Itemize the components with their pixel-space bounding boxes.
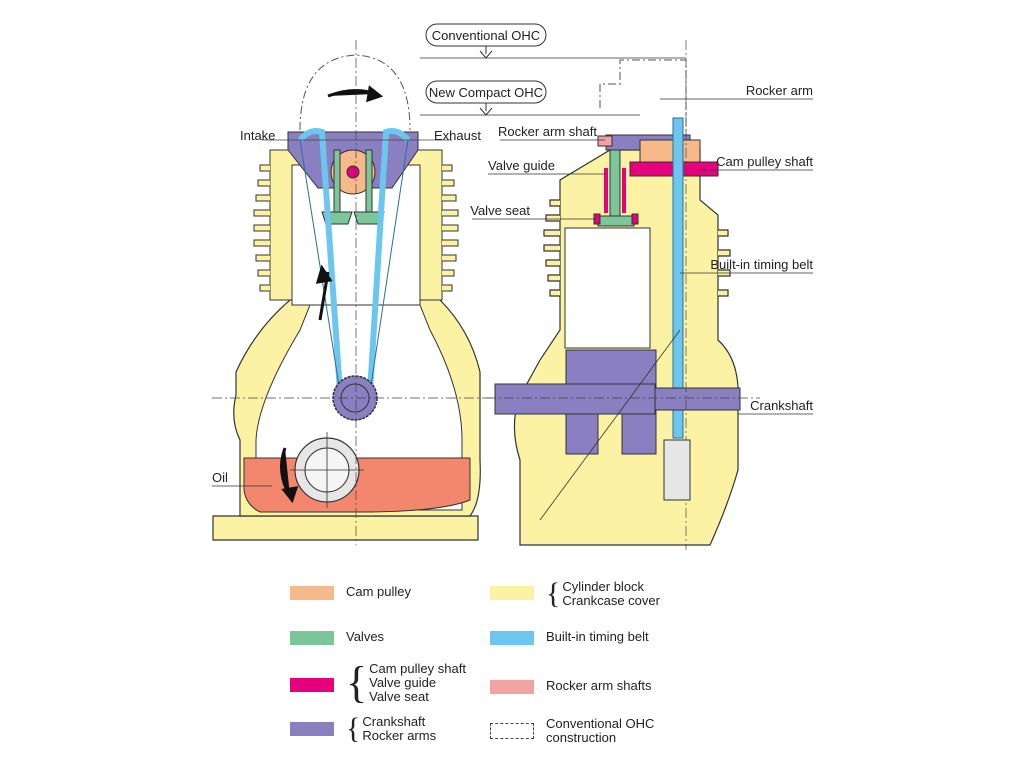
right-oil-slinger xyxy=(663,439,691,501)
conventional-ohc-label: Conventional OHC xyxy=(432,28,540,43)
left-cam-shaft xyxy=(346,165,360,179)
right-callouts: Rocker arm Rocker arm shaft Cam pulley s… xyxy=(470,83,813,415)
right-conventional-outline xyxy=(599,59,687,140)
left-timing-belt xyxy=(297,128,411,393)
cam-pulley-shaft-label: Cam pulley shaft xyxy=(716,154,813,169)
new-compact-ohc-label: New Compact OHC xyxy=(429,85,543,100)
oil-label: Oil xyxy=(212,470,228,485)
right-valve-head xyxy=(595,215,637,227)
right-timing-belt xyxy=(672,117,684,439)
rocker-arm-shaft-label: Rocker arm shaft xyxy=(498,124,597,139)
timing-belt-label: Built-in timing belt xyxy=(710,257,813,272)
rocker-arm-label: Rocker arm xyxy=(746,83,813,98)
right-crankshaft xyxy=(494,383,656,415)
left-oil-arrow xyxy=(279,447,299,504)
right-valve-guide xyxy=(604,168,608,213)
right-rocker-arm-shaft xyxy=(597,135,613,147)
exhaust-label: Exhaust xyxy=(434,128,481,143)
crankshaft-label: Crankshaft xyxy=(750,398,813,413)
left-conventional-outline xyxy=(299,54,411,131)
left-pulley-arrow xyxy=(327,85,384,103)
intake-label: Intake xyxy=(240,128,275,143)
valve-seat-label: Valve seat xyxy=(470,203,530,218)
header-callouts: Conventional OHC New Compact OHC xyxy=(420,23,686,116)
right-cylinder-bore xyxy=(564,227,651,349)
valve-guide-label: Valve guide xyxy=(488,158,555,173)
right-valve-stem xyxy=(609,149,621,221)
left-belt-arrow xyxy=(315,264,333,321)
right-cam-pulley xyxy=(639,139,701,166)
